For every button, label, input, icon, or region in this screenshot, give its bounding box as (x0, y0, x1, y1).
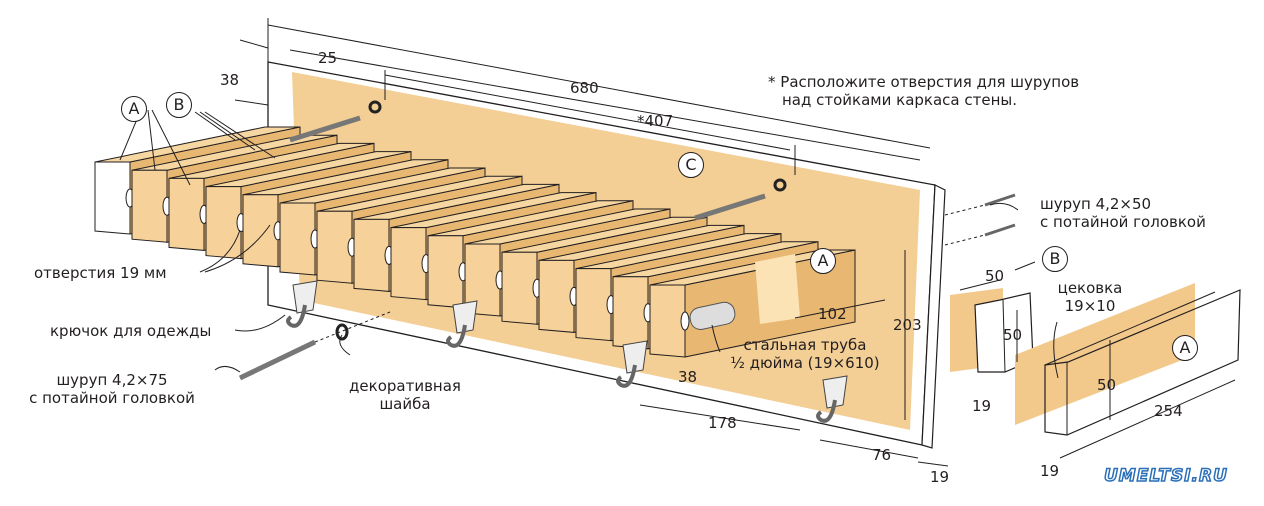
watermark-logo: UMELTSI.RU (1103, 465, 1228, 487)
coat-hook (816, 375, 848, 423)
washer-top-left (368, 100, 382, 114)
label-screw75-1: шуруп 4,2×75 (56, 371, 168, 389)
dim-a-height: 50 (1097, 376, 1117, 394)
dim-19-board: 19 (930, 468, 950, 486)
screw-top-left (289, 115, 361, 143)
part-b-edge (1002, 299, 1006, 373)
dim-b-height: 50 (1003, 326, 1023, 344)
part-marker-c: C (678, 152, 704, 178)
screw-75 (238, 339, 317, 381)
screw-top-right (694, 193, 766, 221)
label-counterbore-2: 19×10 (1064, 297, 1116, 315)
dowel-hole (680, 311, 690, 331)
part-marker-b-detail: B (1042, 246, 1068, 272)
label-washer-1: декоративная (349, 377, 461, 395)
dowel-blocks (94, 126, 856, 358)
screw-path (944, 204, 986, 216)
coat-hook (446, 300, 478, 348)
label-washer-2: шайба (379, 395, 431, 413)
screw-50-b (984, 223, 1016, 237)
dim-203: 203 (893, 316, 922, 334)
dim-b-thickness: 19 (972, 397, 992, 415)
label-counterbore-1: цековка (1057, 279, 1123, 297)
part-a (1044, 289, 1241, 436)
washer-top-right (773, 178, 787, 192)
dim-38-top: 38 (220, 71, 240, 89)
back-board-side (921, 184, 946, 449)
leader-lines (119, 109, 1059, 379)
part-a-wood (1015, 283, 1195, 425)
dim-b-width: 50 (985, 267, 1005, 285)
part-marker-a-detail: A (1172, 335, 1198, 361)
screw-path (944, 234, 986, 246)
label-holes: отверстия 19 мм (34, 264, 167, 282)
part-marker-a-rack: A (810, 248, 836, 274)
coat-hook (286, 280, 318, 328)
label-screw50-2: с потайной головкой (1040, 213, 1206, 231)
dimension-lines (234, 18, 1236, 467)
note-line-1: * Расположите отверстия для шурупов (768, 73, 1080, 91)
dim-407: *407 (637, 112, 674, 130)
part-a-edge (1044, 291, 1216, 366)
screw-50-a (984, 193, 1016, 207)
dim-38-low: 38 (678, 368, 698, 386)
decor-washer (335, 323, 349, 341)
label-pipe-1: стальная труба (743, 336, 867, 354)
coat-hook (616, 340, 648, 388)
note-line-2: над стойками каркаса стены. (782, 91, 1017, 109)
label-pipe-2: ½ дюйма (19×610) (730, 354, 880, 372)
dim-a-length: 254 (1154, 402, 1183, 420)
dim-102: 102 (818, 305, 847, 323)
label-hook: крючок для одежды (50, 322, 212, 340)
dim-680: 680 (570, 79, 599, 97)
label-screw75-2: с потайной головкой (29, 389, 195, 407)
dim-178: 178 (708, 414, 737, 432)
label-screw50-1: шуруп 4,2×50 (1040, 195, 1152, 213)
dim-a-thickness: 19 (1040, 462, 1060, 480)
part-marker-b: B (166, 92, 192, 118)
hooks (286, 280, 848, 423)
dim-76: 76 (872, 446, 892, 464)
steel-pipe (689, 301, 736, 330)
screw-path (314, 311, 391, 343)
part-marker-a: A (121, 96, 147, 122)
block-a-end (755, 254, 800, 324)
dim-25: 25 (318, 49, 338, 67)
